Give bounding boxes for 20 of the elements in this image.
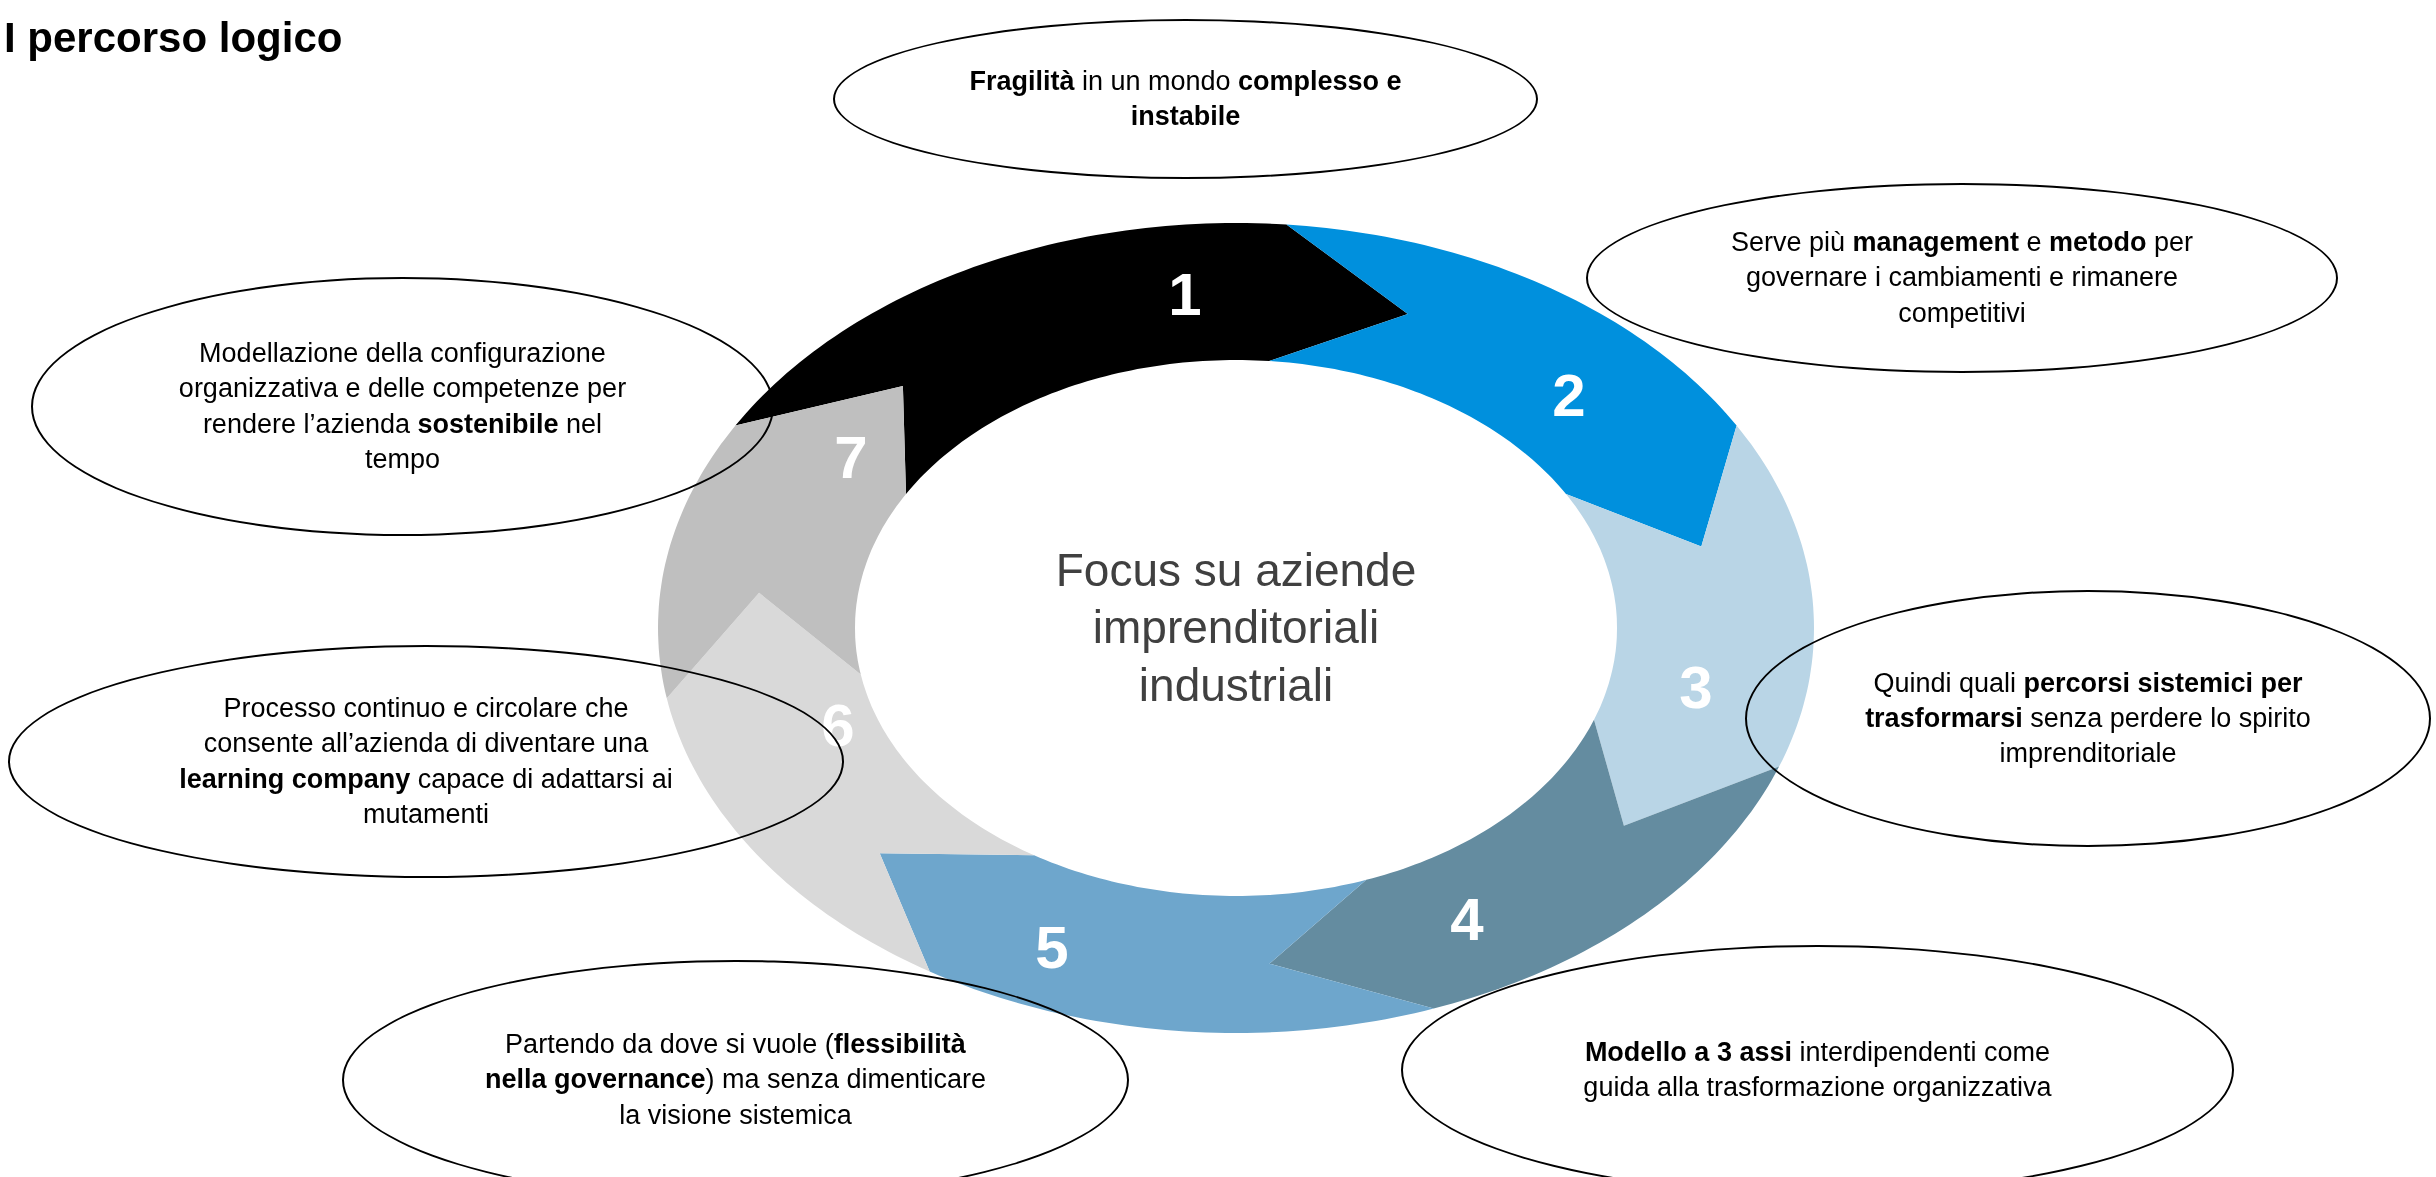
callout-ellipse xyxy=(1745,590,2431,847)
diagram-title: I percorso logico xyxy=(4,14,343,62)
callout-text: Quindi quali percorsi sistemici per trasformarsi senza perdere lo spirito imprenditoriale xyxy=(1864,666,2312,771)
callout-ellipse xyxy=(1586,183,2338,373)
step-number: 5 xyxy=(1035,918,1069,978)
callout-text: Modello a 3 assi interdipendenti come guida alla trasformazione organizzativa xyxy=(1582,1035,2053,1104)
callout-ellipse xyxy=(1401,945,2234,1177)
callout-ellipse xyxy=(833,19,1538,179)
center-text: Focus su aziende imprenditoriali industriali xyxy=(1054,542,1418,713)
step-number: 4 xyxy=(1450,890,1484,950)
step-number: 3 xyxy=(1679,658,1713,718)
callout-text: Processo continuo e circolare che consente all’azienda di diventare una learning company capace di adattarsi ai mutamenti xyxy=(178,692,674,831)
callout-text: Modellazione della configurazione organizzativa e delle competenze per rendere l’azienda sostenibile nel tempo xyxy=(177,337,628,476)
callout-text: Fragilità in un mondo complesso e instabile xyxy=(968,64,1403,133)
step-number: 7 xyxy=(834,428,868,488)
callout-text: Partendo da dove si vuole (flessibilità nella governance) ma senza dimenticare la visione sistemica xyxy=(483,1028,988,1132)
step-number: 1 xyxy=(1168,265,1202,325)
callout-text: Serve più management e metodo per governare i cambiamenti e rimanere competitivi xyxy=(1729,226,2195,330)
step-number: 2 xyxy=(1552,366,1586,426)
callout-ellipse xyxy=(31,277,774,536)
